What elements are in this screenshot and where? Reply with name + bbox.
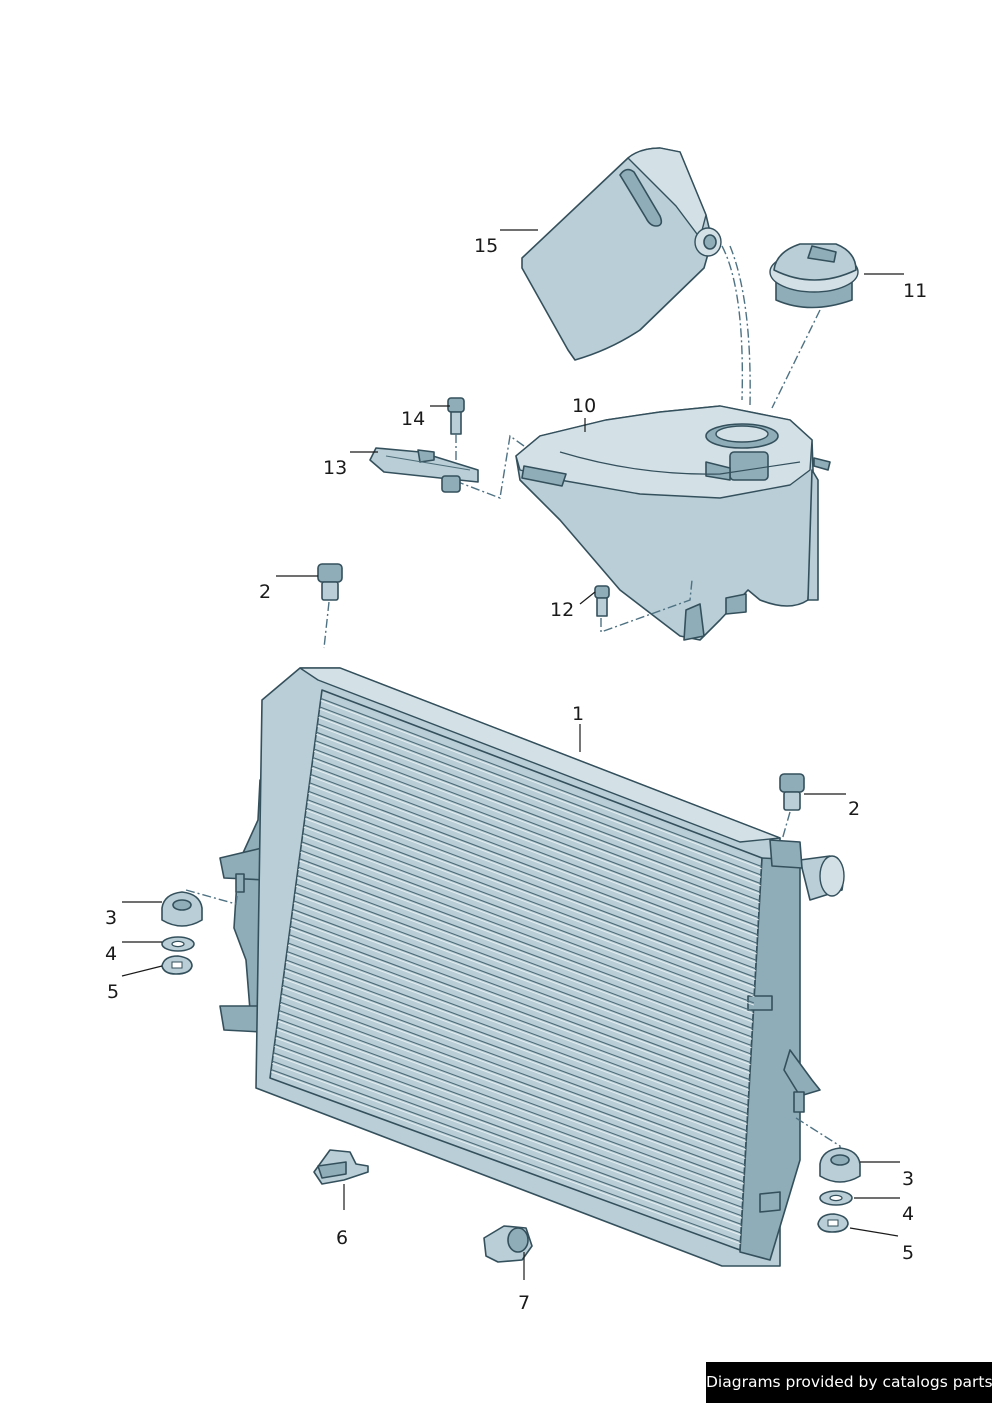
radiator-core-fins: [270, 697, 762, 1245]
callout-1: 1: [572, 703, 584, 725]
callout-7: 7: [518, 1292, 530, 1314]
clip-6: [313, 1149, 369, 1185]
callout-3-left: 3: [105, 907, 117, 929]
callout-5-right: 5: [902, 1242, 914, 1264]
callout-2-lower: 2: [848, 798, 860, 820]
credit-text: Diagrams provided by catalogs parts: [706, 1373, 992, 1391]
washer-4-right: [819, 1190, 853, 1206]
callout-15: 15: [474, 235, 498, 257]
callout-12: 12: [550, 599, 574, 621]
callout-6: 6: [336, 1227, 348, 1249]
callout-4-left: 4: [105, 943, 117, 965]
callout-3-right: 3: [902, 1168, 914, 1190]
callout-13: 13: [323, 457, 347, 479]
mount-pin-2-lower: [779, 773, 805, 841]
bolt-12: [594, 579, 693, 633]
rubber-mount-3-left: [161, 887, 239, 927]
radiator: [219, 667, 845, 1267]
callout-11: 11: [903, 280, 927, 302]
mount-pin-2-upper: [317, 563, 343, 649]
callout-labels: 1 2 2 3 3 4 4 5 5 6 7 10 11 12 13 14 15: [105, 235, 927, 1314]
clip-5-right: [817, 1213, 849, 1233]
connector-7: [483, 1225, 533, 1263]
leader-lines: [121, 229, 904, 1280]
callout-14: 14: [401, 408, 425, 430]
expansion-tank: [515, 405, 831, 641]
callout-2-upper: 2: [259, 581, 271, 603]
callout-4-right: 4: [902, 1203, 914, 1225]
callout-10: 10: [572, 395, 596, 417]
credit-banner: Diagrams provided by catalogs parts: [706, 1362, 992, 1403]
washer-4-left: [161, 936, 195, 952]
coolant-bottle: [521, 147, 751, 406]
filler-cap: [769, 243, 859, 409]
bracket-13: [369, 447, 479, 493]
callout-5-left: 5: [107, 981, 119, 1003]
rubber-mount-3-right: [795, 1117, 861, 1183]
bolt-14: [447, 397, 465, 460]
clip-5-left: [161, 955, 193, 975]
